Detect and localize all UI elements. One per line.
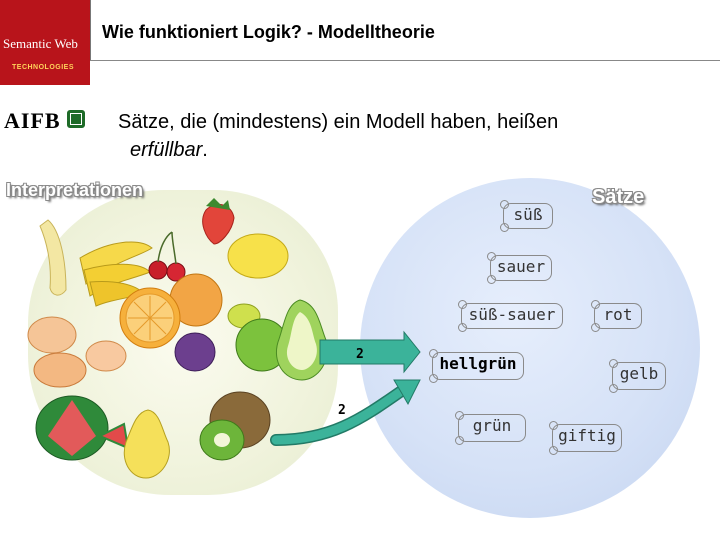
sentence-card: grün — [455, 411, 526, 445]
lemon-icon — [227, 233, 289, 279]
arrow-right-icon — [319, 330, 421, 374]
sentence-card: rot — [591, 300, 642, 332]
label-interpretations: Interpretationen — [6, 180, 144, 200]
divider-horizontal — [90, 60, 720, 61]
sentence-card: sauer — [487, 252, 552, 284]
label-sentences: Sätze — [592, 186, 645, 208]
sentence-card: giftig — [549, 421, 622, 455]
plum-icon — [174, 332, 216, 372]
banana-icon — [39, 219, 67, 296]
sentence-card: gelb — [609, 359, 666, 393]
statement: Sätze, die (mindestens) ein Modell haben… — [118, 108, 558, 164]
brand-block — [0, 0, 90, 85]
statement-term: erfüllbar — [130, 139, 203, 161]
aifb-logo-icon-inner — [71, 114, 81, 124]
statement-end: . — [202, 139, 208, 161]
apricot-icon — [27, 316, 77, 354]
brand-tagline: TECHNOLOGIES — [12, 64, 75, 71]
aifb-logo-text: AIFB — [4, 108, 61, 133]
slide-title: Wie funktioniert Logik? - Modelltheorie — [102, 22, 435, 42]
arrow-curve-icon — [393, 379, 421, 406]
brand-name: Semantic Web — [3, 36, 78, 51]
yellow-pear-icon — [123, 409, 170, 479]
mapping-number: 2 — [356, 347, 364, 362]
mapping-number: 2 — [338, 403, 346, 418]
cherry-icon — [148, 260, 168, 280]
sentence-card: süß — [500, 200, 553, 232]
statement-line1: Sätze, die (mindestens) ein Modell haben… — [118, 111, 559, 133]
sentence-card-highlighted: hellgrün — [429, 349, 524, 383]
fruit-illustration — [27, 198, 421, 479]
divider-vertical — [90, 0, 91, 60]
sentence-card: süß-sauer — [458, 300, 563, 332]
strawberry-icon — [202, 203, 235, 245]
statement-line2: erfüllbar. — [118, 136, 558, 164]
